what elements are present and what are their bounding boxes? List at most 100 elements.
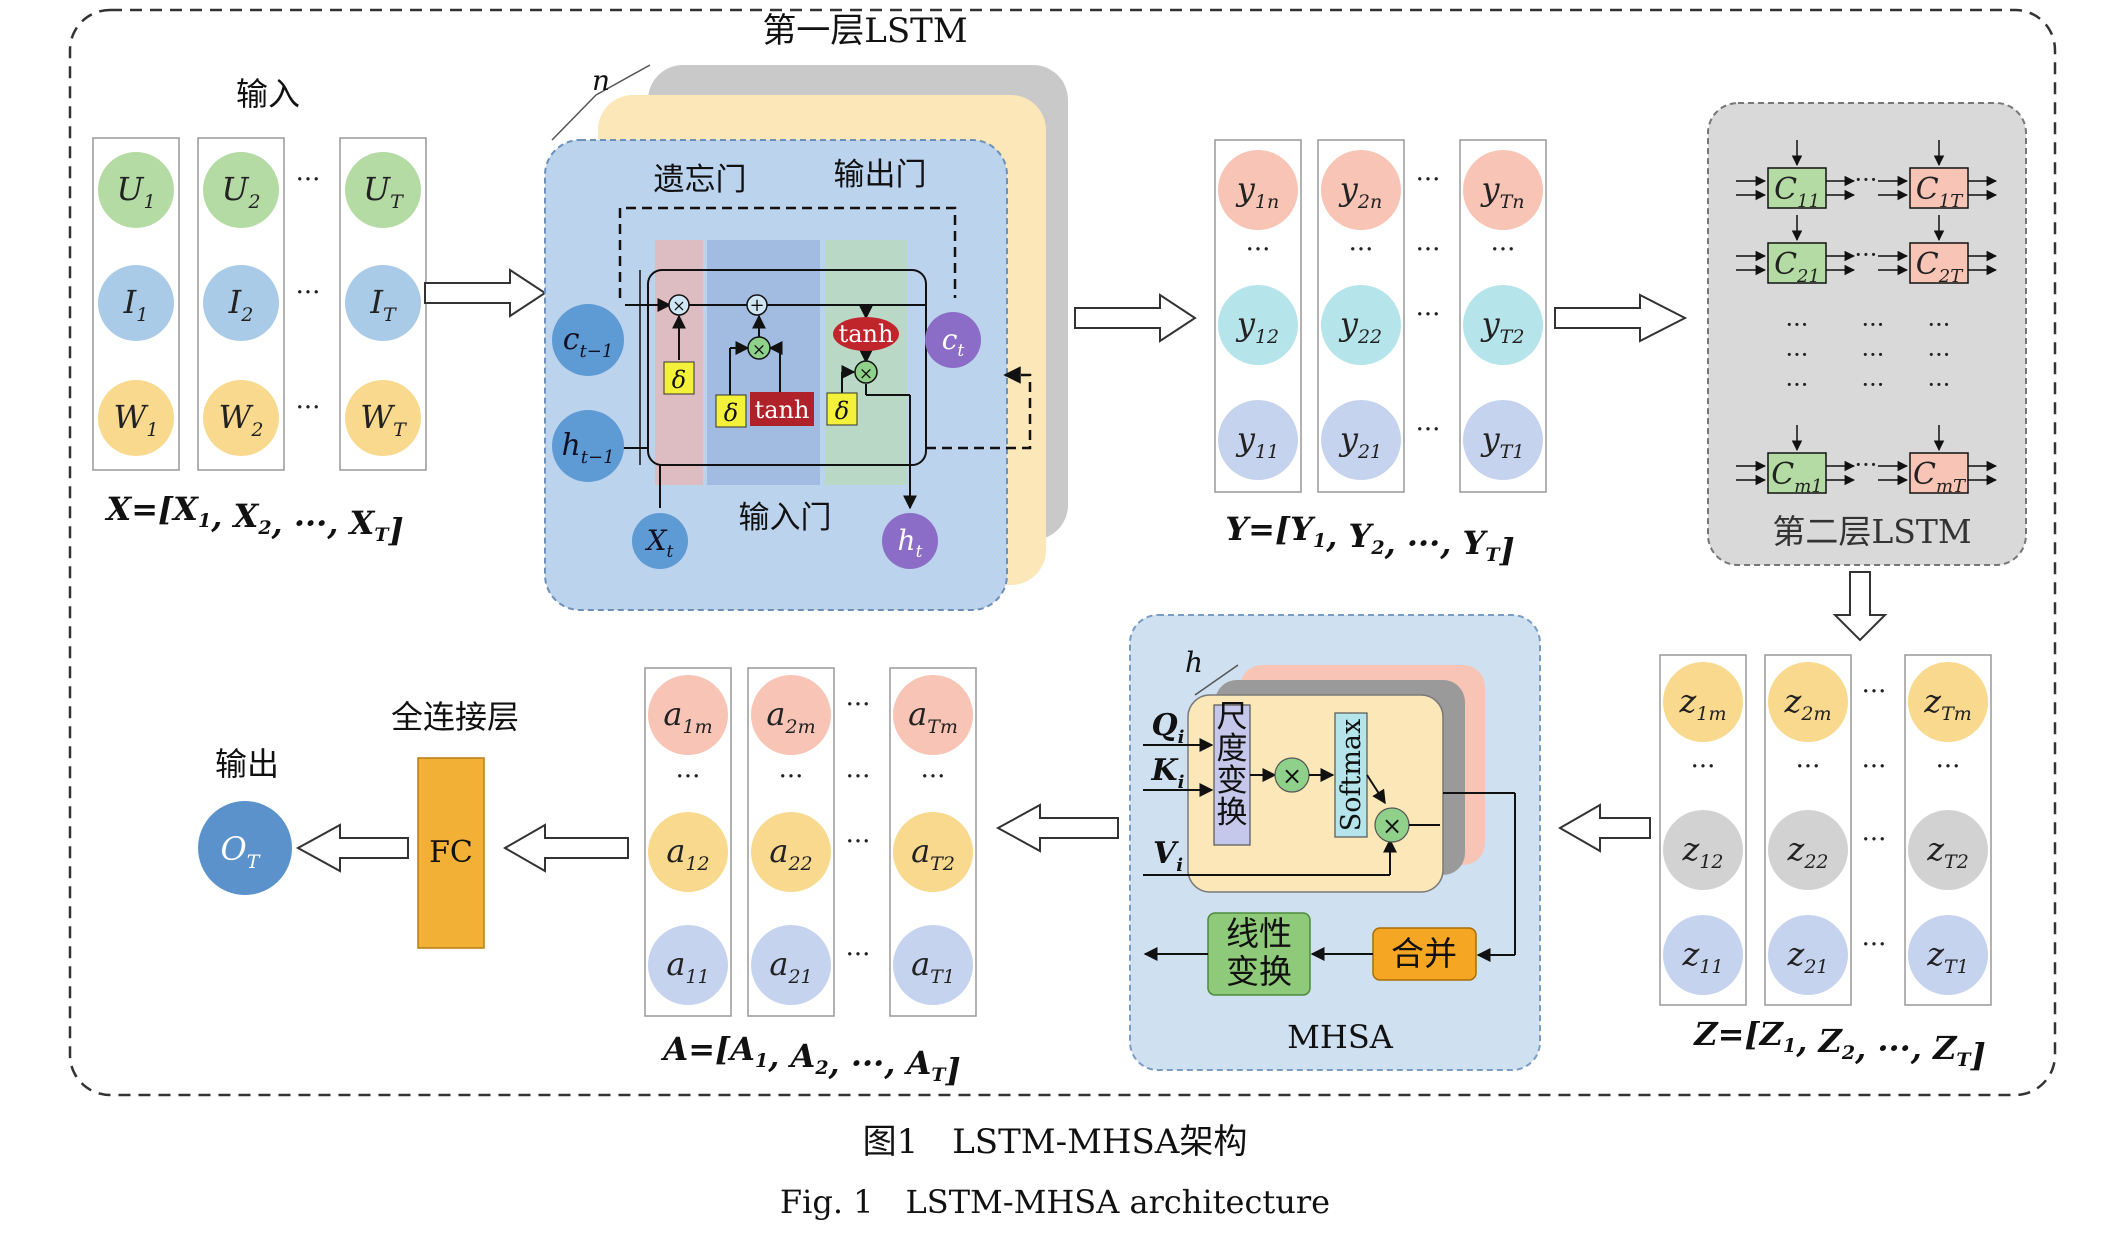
lstm2-cell xyxy=(1767,167,1827,209)
lstm2-cell xyxy=(1909,452,1969,494)
input-node-label: U1 xyxy=(116,170,155,213)
lstm-cell-body xyxy=(647,269,927,466)
n-bracket xyxy=(551,64,651,141)
linear-text: 线性变换 xyxy=(1226,914,1292,991)
lstm2-cell xyxy=(1767,452,1827,494)
input-node xyxy=(345,152,421,228)
a-block: a1m···a12a11a2m···a22a21aTm···aT2aT1····… xyxy=(644,667,977,1017)
lstm2-cell-label: C11 xyxy=(1774,172,1820,212)
head-count-h: h xyxy=(1185,646,1203,679)
z-formula: Z=[Z1, Z2, ···, ZT] xyxy=(1692,1015,1985,1074)
lstm-stack: n 遗忘门 输出门 输入门 xyxy=(544,64,1068,611)
qk-mult-sign: × xyxy=(1282,762,1302,790)
input-node xyxy=(203,380,279,456)
h-bracket xyxy=(1194,664,1239,696)
input-node-label: UT xyxy=(363,170,404,213)
a-node xyxy=(751,675,831,755)
y-node-label: yTn xyxy=(1480,170,1525,213)
layer2-vdots: ··· xyxy=(1786,311,1809,339)
y-hdots: ··· xyxy=(1416,235,1441,265)
scale-box xyxy=(1213,704,1251,846)
z-hdots: ··· xyxy=(1862,930,1887,960)
y-node-label: y2n xyxy=(1338,170,1382,213)
softmax-box xyxy=(1334,712,1368,838)
y-node-label: y11 xyxy=(1235,420,1279,463)
a-hdots: ··· xyxy=(846,827,871,857)
y-vdots: ··· xyxy=(1246,235,1271,265)
input-node-label: IT xyxy=(369,283,397,326)
input-node-label: I1 xyxy=(123,283,149,326)
input-delta-box xyxy=(715,394,747,428)
fc-box xyxy=(417,757,485,949)
fc-text: FC xyxy=(429,835,473,870)
output-mult-op xyxy=(854,360,878,384)
output-mult-sign: × xyxy=(859,364,873,384)
forget-mult-sign: × xyxy=(672,296,685,315)
caption-zh: 图1 LSTM-MHSA架构 xyxy=(863,1122,1248,1162)
input-tanh-text: tanh xyxy=(755,396,810,424)
layer-count-n: n xyxy=(592,64,610,97)
a-node-label: a22 xyxy=(769,832,812,875)
y-node xyxy=(1463,285,1543,365)
a-node-label: a21 xyxy=(769,945,812,988)
a-hdots: ··· xyxy=(846,690,871,720)
z-node-label: z1m xyxy=(1679,682,1727,725)
output-label: 输出 xyxy=(215,745,279,783)
layer2-hdots: ··· xyxy=(1855,241,1878,269)
layer2-title: 第二层LSTM xyxy=(1772,512,1971,551)
z-node xyxy=(1663,915,1743,995)
a-node xyxy=(893,925,973,1005)
z-node xyxy=(1908,662,1988,742)
lstm-node-h_prev xyxy=(552,410,624,482)
input-dots: ··· xyxy=(296,393,321,423)
lstm2-cell-label: CmT xyxy=(1913,457,1967,497)
layer2-vdots: ··· xyxy=(1928,341,1951,369)
a-node-label: a11 xyxy=(666,945,709,988)
input-node xyxy=(98,152,174,228)
a-node-label: a2m xyxy=(766,695,815,738)
mhsa-title: MHSA xyxy=(1287,1018,1394,1056)
z-block: z1m···z12z11z2m···z22z21zTm···zT2zT1····… xyxy=(1659,654,1992,1006)
layer2-vdots: ··· xyxy=(1786,341,1809,369)
a-vdots: ··· xyxy=(921,762,946,792)
z-node-label: zT2 xyxy=(1926,830,1969,873)
y-node xyxy=(1218,150,1298,230)
arrow-lstm-to-y xyxy=(1074,293,1197,343)
input-node xyxy=(203,265,279,341)
outer-frame xyxy=(68,8,2057,1097)
lstm-node-label: Xt xyxy=(645,524,674,562)
arrow-mhsa-to-a xyxy=(995,803,1119,853)
input-node-label: WT xyxy=(360,398,407,441)
y-node-label: y22 xyxy=(1338,305,1382,348)
forget-delta-box xyxy=(663,361,695,395)
softmax-to-mult xyxy=(1366,774,1386,805)
z-node-label: zT1 xyxy=(1926,935,1969,978)
input-tanh-box xyxy=(750,392,814,426)
a-node-label: aTm xyxy=(908,695,958,738)
a-hdots: ··· xyxy=(846,762,871,792)
a-vdots: ··· xyxy=(676,762,701,792)
lstm2-cell-label: Cm1 xyxy=(1771,457,1823,497)
y-node-label: yT2 xyxy=(1480,305,1525,348)
z-vdots: ··· xyxy=(1796,752,1821,782)
y-formula: Y=[Y1, Y2, ···, YT] xyxy=(1225,510,1514,569)
forget-gate-label: 遗忘门 xyxy=(654,162,747,198)
layer2-vdots: ··· xyxy=(1862,341,1885,369)
layer2-vdots: ··· xyxy=(1786,371,1809,399)
z-node-label: z12 xyxy=(1681,830,1723,873)
layer1-title: 第一层LSTM xyxy=(762,11,967,51)
lstm-node-h_t xyxy=(882,513,938,569)
input-dots: ··· xyxy=(296,278,321,308)
layer2-vdots: ··· xyxy=(1862,311,1885,339)
input-label: 输入 xyxy=(236,75,300,113)
cell-plus-op xyxy=(746,294,768,316)
arrow-z-to-mhsa xyxy=(1557,803,1651,853)
z-node-label: z11 xyxy=(1681,935,1723,978)
lstm-node-label: ht xyxy=(898,524,923,562)
z-node xyxy=(1768,662,1848,742)
z-hdots: ··· xyxy=(1862,677,1887,707)
z-node xyxy=(1768,810,1848,890)
